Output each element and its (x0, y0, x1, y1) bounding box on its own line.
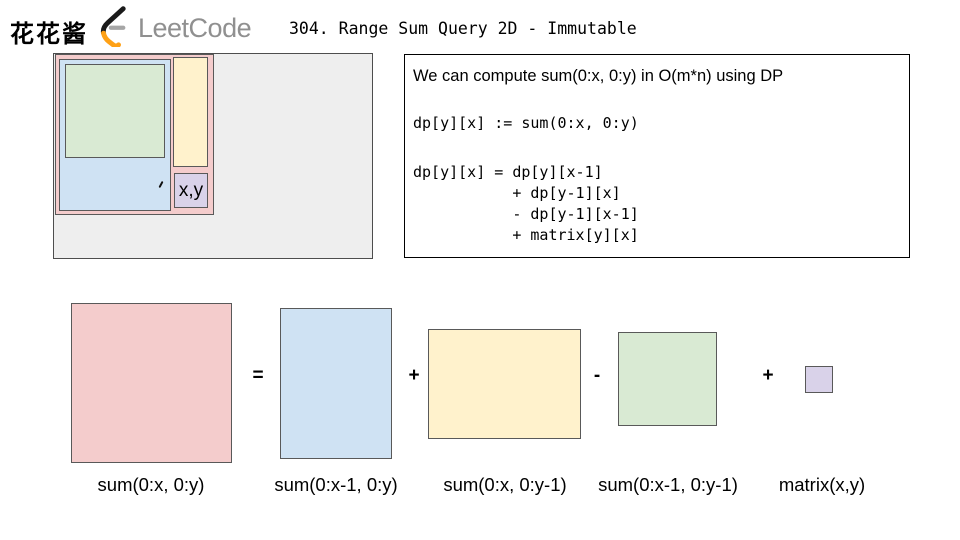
eq-label-sum-x1y: sum(0:x-1, 0:y) (274, 474, 398, 495)
brand-text: 花花酱 (10, 21, 88, 48)
region-yellow-sum-top (173, 57, 208, 167)
eq-rect-sum-xy1 (428, 329, 581, 439)
dp-explanation-box: We can compute sum(0:x, 0:y) in O(m*n) u… (404, 54, 910, 258)
eq-operator-minus: - (593, 365, 601, 386)
eq-rect-sum-x1y1 (618, 332, 717, 426)
dp-intro-text: We can compute sum(0:x, 0:y) in O(m*n) u… (413, 67, 784, 85)
eq-rect-sum-xy (71, 303, 232, 463)
cell-xy-label: x,y (178, 179, 204, 201)
leetcode-logo-text: LeetCode (138, 13, 252, 43)
eq-label-sum-x1y1: sum(0:x-1, 0:y-1) (598, 474, 738, 495)
eq-label-sum-xy: sum(0:x, 0:y) (97, 474, 205, 495)
slide-title: 304. Range Sum Query 2D - Immutable (289, 19, 637, 38)
dp-definition-code: dp[y][x] := sum(0:x, 0:y) (413, 114, 639, 132)
cell-xy: x,y (174, 173, 208, 208)
matrix-diagram: x,y (53, 53, 373, 259)
dp-recurrence-code: dp[y][x] = dp[y][x-1] + dp[y-1][x] - dp[… (413, 163, 639, 244)
eq-operator-plus-2: + (762, 365, 774, 386)
leetcode-logo-icon (100, 6, 126, 47)
eq-label-sum-xy1: sum(0:x, 0:y-1) (443, 474, 567, 495)
eq-rect-sum-x1y (280, 308, 392, 459)
eq-rect-matrix-xy (805, 366, 833, 393)
eq-operator-plus-1: + (408, 365, 420, 386)
eq-label-matrix-xy: matrix(x,y) (778, 474, 866, 495)
eq-operator-equals: = (252, 365, 264, 386)
region-green-sum-overlap (65, 64, 165, 158)
